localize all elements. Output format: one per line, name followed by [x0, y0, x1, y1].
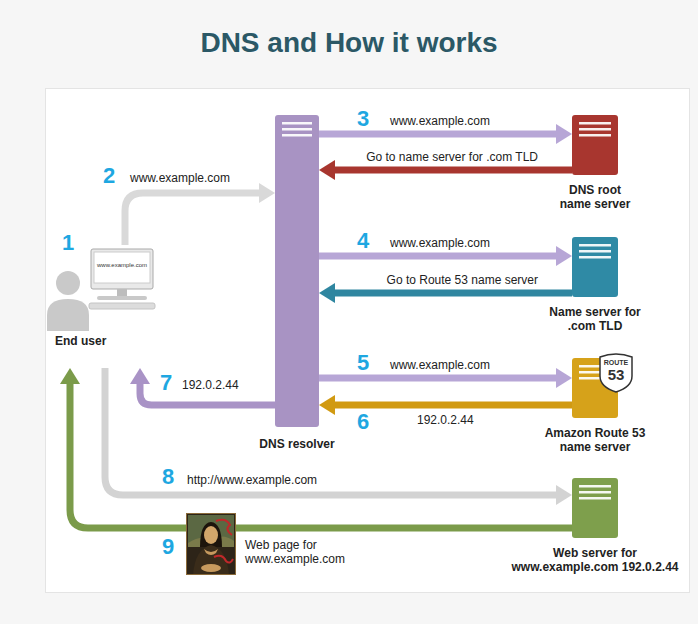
badge-number: 53: [608, 367, 625, 382]
picture-hands: [201, 564, 221, 572]
arrow-head: [556, 124, 572, 144]
end-user-icon: www.example.comEnd user: [45, 245, 155, 368]
edge-label: www.example.com: [388, 358, 492, 372]
edge-label: Go to Route 53 name server: [385, 273, 540, 287]
server-slot: [282, 134, 312, 137]
resolver-server: DNS resolver: [275, 115, 319, 427]
node-caption: Web server for www.example.com 192.0.2.4…: [506, 546, 684, 574]
root-server: DNS root name server: [572, 115, 618, 175]
callout-number: 8: [162, 466, 174, 488]
server-slot: [579, 250, 611, 253]
tld-server-shape: [572, 237, 618, 297]
picture-scribble: [214, 556, 233, 563]
node-caption: DNS resolver: [237, 437, 357, 451]
edge-label: www.example.com: [388, 236, 492, 250]
server-body: [572, 115, 618, 175]
server-slot: [579, 485, 611, 488]
server-slot: [282, 128, 312, 131]
server-slot: [579, 244, 611, 247]
arrow-line: [333, 402, 572, 409]
edge-label: 192.0.2.44: [180, 378, 241, 392]
server-slot: [282, 122, 312, 125]
web-page-picture: [186, 513, 236, 575]
arrow-line: [333, 167, 572, 174]
person-body: [47, 299, 89, 331]
node-caption: Name server for .com TLD: [539, 305, 651, 333]
edge-label: www.example.com: [388, 114, 492, 128]
server-slot: [579, 128, 611, 131]
arrow-line: [319, 253, 558, 260]
monitor-stand: [117, 289, 127, 296]
flow-arrow: [130, 368, 275, 405]
callout-number: 3: [357, 108, 369, 130]
arrow-line: [333, 290, 572, 297]
node-caption: Amazon Route 53 name server: [534, 426, 656, 454]
callout-number: 7: [160, 372, 172, 394]
arrow-head: [60, 368, 80, 384]
arrow-head: [259, 183, 275, 203]
tld-server: Name server for .com TLD: [572, 237, 618, 297]
server-body: [572, 237, 618, 297]
callout-number: 6: [357, 411, 369, 433]
edge-label: Go to name server for .com TLD: [364, 150, 540, 164]
web-server: Web server for www.example.com 192.0.2.4…: [572, 478, 618, 538]
arrow-line: [105, 368, 558, 495]
callout-number: 9: [162, 536, 174, 558]
monitor-screen: [94, 252, 150, 283]
edge-label: 192.0.2.44: [415, 413, 476, 427]
flow-arrow: [125, 183, 275, 245]
callout-number: 5: [357, 352, 369, 374]
screen-text: www.example.com: [94, 261, 150, 269]
callout-number: 2: [103, 165, 115, 187]
arrow-line: [125, 193, 261, 245]
arrow-head: [130, 368, 150, 384]
node-caption: DNS root name server: [553, 183, 637, 211]
route53-badge: [600, 354, 632, 392]
monitor-frame: [91, 249, 153, 289]
arrow-head: [319, 160, 335, 180]
arrow-head: [556, 368, 572, 388]
diagram-title: DNS and How it works: [0, 26, 698, 60]
picture-ground: [186, 513, 236, 575]
arrow-head: [556, 246, 572, 266]
root-server-shape: [572, 115, 618, 175]
server-body: [572, 478, 618, 538]
server-slot: [579, 122, 611, 125]
arrow-line: [70, 382, 572, 528]
server-slot: [579, 491, 611, 494]
arrow-head: [319, 283, 335, 303]
edge-label: Web page for www.example.com: [243, 538, 367, 566]
server-slot: [579, 497, 611, 500]
monitor-base: [97, 296, 147, 300]
edge-label: www.example.com: [128, 171, 232, 185]
arrow-line: [319, 375, 558, 382]
callout-number: 1: [62, 232, 74, 254]
server-slot: [579, 134, 611, 137]
node-caption: End user: [55, 334, 106, 348]
person-head: [56, 271, 80, 295]
callout-number: 4: [357, 230, 369, 252]
server-body: [275, 115, 319, 427]
keyboard: [89, 303, 155, 309]
server-slot: [579, 256, 611, 259]
picture-scribble: [216, 520, 232, 535]
picture-body: [193, 545, 229, 575]
arrow-head: [319, 395, 335, 415]
picture-hair: [200, 522, 222, 547]
resolver-server-shape: [275, 115, 319, 427]
picture-face: [204, 526, 218, 544]
flow-arrow: [105, 368, 572, 505]
web-server-shape: [572, 478, 618, 538]
picture-neck: [204, 549, 218, 555]
edge-label: http://www.example.com: [185, 473, 319, 487]
arrow-line: [319, 131, 558, 138]
badge-text: ROUTE: [604, 359, 629, 366]
flow-arrow: [319, 395, 572, 415]
arrow-head: [556, 485, 572, 505]
picture-frame: [187, 514, 236, 575]
